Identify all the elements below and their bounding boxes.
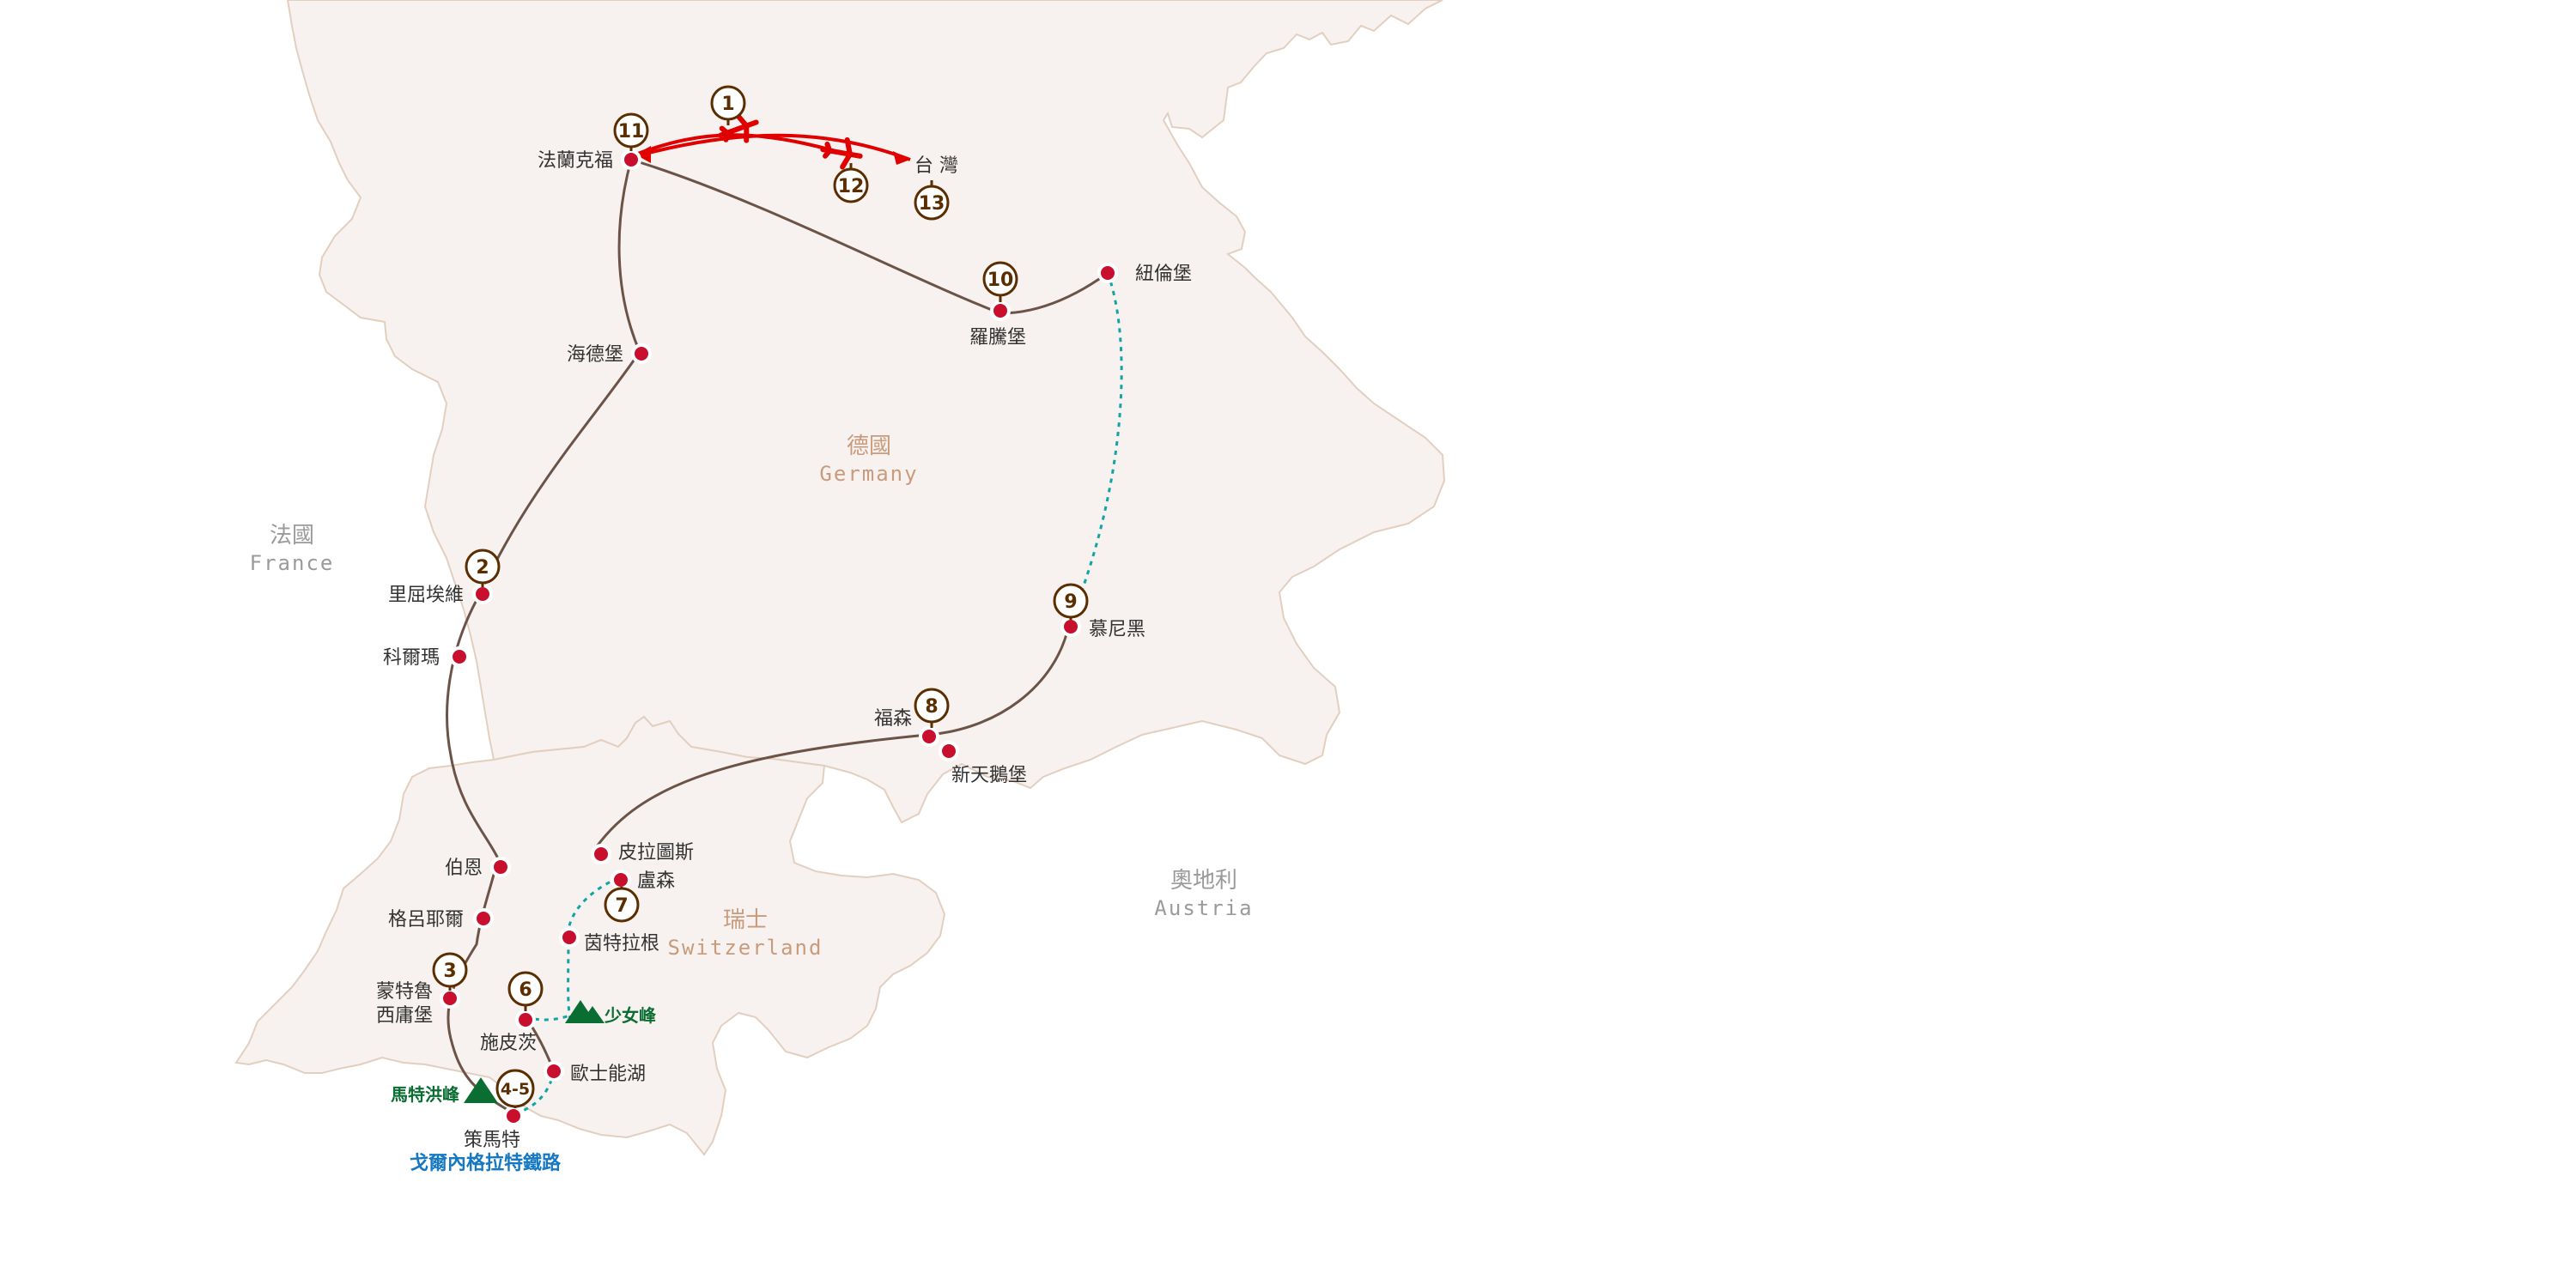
country-label-france-en: France [250, 551, 335, 575]
city-label-heidelberg: 海德堡 [567, 344, 623, 366]
city-label-lucerne: 盧森 [637, 870, 675, 892]
step-number: 7 [615, 895, 628, 917]
city-marker-lucerne[interactable] [611, 870, 631, 890]
step-badge-4-5: 4-5 [495, 1069, 535, 1108]
country-label-switzerland-zh: 瑞士 [723, 907, 768, 933]
city-label-pilatus: 皮拉圖斯 [618, 842, 694, 864]
city-marker-munich[interactable] [1060, 616, 1081, 637]
city-marker-gruyeres[interactable] [473, 908, 494, 929]
city-label-fussen: 福森 [874, 708, 912, 730]
city-marker-bern[interactable] [490, 857, 511, 877]
step-badge-7: 7 [604, 887, 640, 923]
city-marker-heidelberg[interactable] [631, 343, 652, 364]
airplane-icon [820, 136, 863, 170]
mountain-icon-jungfrau [565, 1000, 605, 1023]
step-number: 10 [987, 270, 1014, 291]
arrow-head-frankfurt-icon [635, 146, 651, 163]
step-number: 8 [925, 696, 938, 718]
city-label-bern: 伯恩 [445, 858, 483, 879]
city-label-frankfurt: 法蘭克福 [538, 150, 613, 172]
step-number: 9 [1064, 591, 1077, 613]
city-marker-oeschinensee[interactable] [544, 1061, 564, 1082]
step-badge-2: 2 [465, 549, 501, 587]
city-marker-frankfurt[interactable] [621, 149, 641, 170]
city-label-nuremberg: 紐倫堡 [1135, 264, 1192, 285]
city-marker-nuremberg[interactable] [1097, 263, 1118, 283]
flight-route-return [635, 133, 842, 156]
city-marker-riquewihr[interactable] [472, 584, 493, 604]
train-route-lucerne-interlaken [567, 876, 619, 1022]
country-label-switzerland-en: Switzerland [668, 936, 823, 960]
step-badge-13: 13 [914, 180, 950, 221]
peak-label-matterhorn: 馬特洪峰 [391, 1084, 459, 1105]
city-label-spiez: 施皮茨 [480, 1033, 537, 1054]
step-badge-6: 6 [507, 971, 544, 1011]
step-badge-12: 12 [833, 163, 869, 203]
city-label-taiwan: 台 灣 [914, 155, 958, 177]
train-route-nuremberg-munich [1067, 272, 1123, 625]
city-label-munich: 慕尼黑 [1089, 619, 1145, 640]
flight-route-outbound [635, 133, 911, 161]
step-badge-9: 9 [1053, 583, 1089, 620]
switzerland-land [234, 715, 946, 1156]
country-label-austria-zh: 奧地利 [1170, 868, 1237, 894]
step-badge-11: 11 [613, 112, 649, 151]
city-label-colmar: 科爾瑪 [383, 647, 440, 669]
city-label-riquewihr: 里屈埃維 [388, 585, 464, 606]
country-label-france-zh: 法國 [270, 523, 314, 549]
city-marker-rothenburg[interactable] [990, 300, 1011, 321]
step-number: 4-5 [501, 1080, 530, 1099]
step-badge-3: 3 [432, 952, 468, 991]
city-label-zermatt: 策馬特 [464, 1130, 520, 1151]
step-badge-1: 1 [710, 85, 746, 125]
airplane-icon [718, 112, 759, 143]
city-marker-pilatus[interactable] [591, 844, 611, 864]
germany-land [286, 0, 1446, 824]
railway-label: 戈爾內格拉特鐵路 [410, 1152, 562, 1174]
arrow-head-taiwan-icon [893, 151, 910, 165]
city-marker-spiez[interactable] [515, 1009, 536, 1030]
city-label-interlaken: 茵特拉根 [584, 933, 659, 955]
country-label-austria-en: Austria [1154, 896, 1253, 920]
step-number: 11 [618, 121, 645, 142]
city-marker-fussen[interactable] [919, 726, 939, 747]
city-marker-neuschwanstein[interactable] [939, 741, 959, 761]
city-marker-zermatt[interactable] [503, 1106, 524, 1126]
step-number: 6 [519, 979, 532, 1001]
step-badge-8: 8 [914, 688, 950, 728]
step-number: 2 [476, 557, 489, 579]
city-label-montreux-2: 西庸堡 [376, 1005, 433, 1027]
city-label-neuschwanstein: 新天鵝堡 [951, 765, 1027, 786]
peak-label-jungfrau: 少女峰 [604, 1005, 656, 1026]
city-marker-montreux[interactable] [440, 988, 460, 1009]
city-label-montreux-1: 蒙特魯 [376, 981, 433, 1003]
city-label-rothenburg: 羅騰堡 [969, 327, 1026, 349]
country-label-germany-zh: 德國 [847, 433, 891, 459]
step-number: 13 [919, 193, 945, 215]
country-label-germany-en: Germany [819, 462, 918, 486]
step-number: 3 [443, 961, 456, 982]
city-marker-interlaken[interactable] [559, 927, 580, 948]
city-label-oeschinensee: 歐士能湖 [570, 1064, 646, 1085]
city-marker-colmar[interactable] [449, 646, 470, 667]
step-number: 1 [721, 94, 734, 115]
train-route-zermatt-oeschinen [514, 1070, 556, 1115]
mountain-icon-matterhorn [464, 1077, 498, 1103]
step-number: 12 [838, 176, 865, 197]
city-label-gruyeres: 格呂耶爾 [388, 909, 464, 931]
step-badge-10: 10 [982, 261, 1018, 302]
